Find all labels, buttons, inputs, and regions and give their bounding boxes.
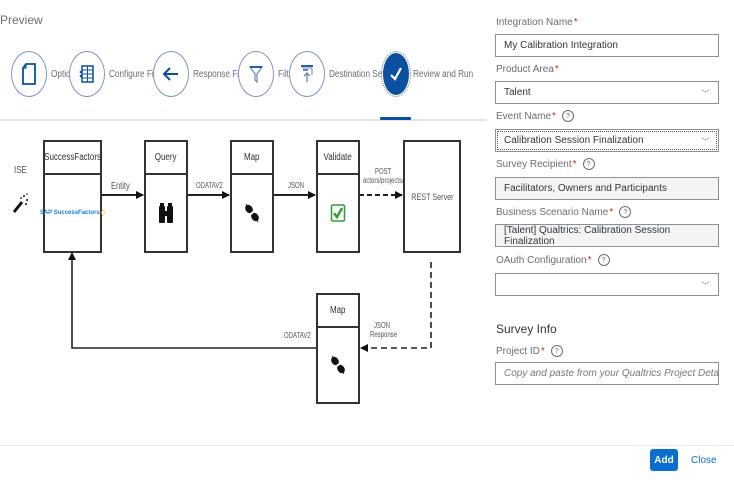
preview-title: Preview	[0, 13, 43, 27]
source-label: ISE	[14, 165, 27, 176]
node-map: Map	[230, 140, 274, 253]
node-header: Map	[330, 305, 346, 316]
node-header: REST Server	[410, 191, 454, 202]
help-icon[interactable]: ?	[619, 206, 632, 218]
label-text: Integration Name	[496, 17, 573, 28]
required-marker: *	[587, 254, 592, 266]
chevron-down-icon[interactable]: ﹀	[700, 89, 710, 99]
upload-icon	[289, 51, 325, 97]
table-icon	[69, 51, 105, 97]
node-header: Validate	[323, 152, 353, 163]
node-header: SuccessFactors	[44, 152, 101, 163]
active-step-indicator	[380, 117, 411, 120]
edge-label-json-response-1: JSON	[374, 321, 391, 330]
step-destination-settings[interactable]: Destination Settings	[289, 48, 418, 100]
close-button[interactable]: Close	[691, 454, 717, 466]
magic-wand-icon	[12, 192, 30, 219]
event-name-label: Event Name* ?	[496, 110, 574, 122]
chevron-down-icon[interactable]: ﹀	[700, 281, 710, 291]
step-label: Review and Run	[413, 68, 474, 80]
node-rest-server: REST Server	[403, 140, 461, 253]
project-id-field[interactable]	[495, 362, 719, 385]
node-header: Map	[244, 152, 260, 163]
product-area-select[interactable]: Talent ﹀	[495, 81, 719, 104]
edge-label-json-response-2: Response	[370, 330, 398, 339]
filter-icon	[238, 51, 274, 97]
label-text: Project ID	[496, 345, 540, 357]
label-text: Business Scenario Name	[496, 206, 609, 218]
step-review-and-run[interactable]: Review and Run	[381, 48, 486, 100]
edge-label-json: JSON	[288, 181, 305, 190]
document-icon	[11, 51, 47, 97]
label-text: Product Area	[496, 64, 554, 75]
field-value: Facilitators, Owners and Participants	[504, 183, 667, 194]
label-text: OAuth Configuration	[496, 254, 587, 266]
node-validate: Validate	[316, 140, 360, 253]
survey-recipient-label: Survey Recipient* ?	[496, 158, 595, 170]
checkmark-icon	[381, 51, 411, 97]
green-checkbox-icon	[318, 175, 358, 251]
required-marker: *	[572, 158, 577, 170]
step-label: Configure Fields	[109, 68, 169, 80]
node-header: Query	[155, 152, 177, 163]
step-label: Destination Settings	[329, 68, 402, 80]
steps-divider	[0, 119, 487, 121]
node-query: Query	[144, 140, 188, 253]
edge-label-post-path: actors/projects/Sur	[363, 176, 414, 185]
required-marker: *	[609, 206, 614, 218]
field-value: Calibration Session Finalization	[504, 135, 644, 146]
edge-label-post-method: POST	[375, 167, 392, 176]
product-area-label: Product Area*	[496, 64, 559, 75]
flow-connectors	[68, 191, 432, 352]
logo-shield-icon: ◊	[100, 208, 106, 218]
edge-json-response	[360, 262, 432, 352]
survey-info-heading: Survey Info	[496, 322, 557, 336]
binoculars-icon	[146, 175, 186, 251]
integration-name-input[interactable]: My Calibration Integration	[495, 34, 719, 57]
edge-label-odata: ODATAV2	[196, 181, 223, 190]
edge-label-entity: Entity	[111, 181, 130, 192]
edge-label-odata-return: ODATAV2	[284, 331, 311, 340]
add-button[interactable]: Add	[650, 449, 678, 471]
chevron-down-icon[interactable]: ﹀	[700, 137, 710, 147]
step-options[interactable]: Options	[11, 48, 85, 100]
node-successfactors: SuccessFactors SAP SuccessFactors ◊	[39, 140, 106, 253]
business-scenario-label: Business Scenario Name* ?	[496, 206, 632, 218]
project-id-label: Project ID* ?	[496, 345, 563, 357]
required-marker: *	[573, 17, 578, 28]
oauth-configuration-select[interactable]: ﹀	[495, 273, 719, 296]
field-value: My Calibration Integration	[504, 40, 618, 51]
footer-divider	[0, 445, 734, 446]
label-text: Survey Recipient	[496, 158, 572, 170]
arrow-left-icon	[153, 51, 189, 97]
field-value: [Talent] Qualtrics: Calibration Session …	[504, 224, 671, 247]
plug-connector-icon	[232, 175, 272, 251]
oauth-configuration-label: OAuth Configuration* ?	[496, 254, 610, 266]
project-id-input[interactable]	[504, 368, 718, 379]
help-icon[interactable]: ?	[582, 158, 595, 170]
field-value: Talent	[504, 87, 531, 98]
step-label: Options	[51, 68, 80, 80]
business-scenario-field: [Talent] Qualtrics: Calibration Session …	[495, 224, 719, 247]
plug-connector-icon	[318, 328, 358, 402]
integration-name-label: Integration Name*	[496, 17, 578, 28]
node-map-response: Map	[316, 293, 360, 404]
edge-odata-return	[68, 252, 316, 349]
step-label: Filter	[278, 68, 297, 80]
step-configure-fields[interactable]: Configure Fields	[69, 48, 182, 100]
help-icon[interactable]: ?	[597, 254, 610, 266]
required-marker: *	[554, 64, 559, 75]
survey-recipient-field: Facilitators, Owners and Participants	[495, 177, 719, 200]
step-response-fields[interactable]: Response Fields	[153, 48, 267, 100]
help-icon[interactable]: ?	[550, 345, 563, 357]
required-marker: *	[540, 345, 545, 357]
step-filter[interactable]: Filter	[238, 48, 300, 100]
step-label: Response Fields	[193, 68, 255, 80]
event-name-select[interactable]: Calibration Session Finalization ﹀	[495, 129, 719, 152]
sap-successfactors-logo: SAP SuccessFactors	[39, 210, 100, 216]
label-text: Event Name	[496, 110, 552, 122]
required-marker: *	[552, 110, 556, 122]
help-icon[interactable]: ?	[561, 110, 574, 122]
